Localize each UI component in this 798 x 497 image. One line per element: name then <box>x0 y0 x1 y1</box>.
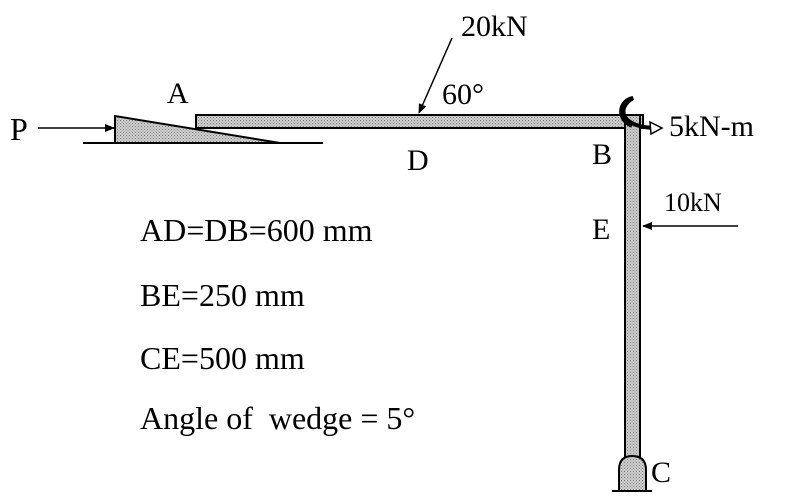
spec-ad-db: AD=DB=600 mm <box>140 212 373 248</box>
beam-ab <box>195 114 644 129</box>
spec-ce: CE=500 mm <box>140 340 305 376</box>
label-b: B <box>592 138 612 171</box>
label-c: C <box>651 456 671 489</box>
label-60-angle: 60° <box>442 78 484 111</box>
wedge <box>114 114 281 144</box>
column-bc <box>624 114 641 464</box>
label-moment: 5kN-m <box>669 110 754 143</box>
spec-be: BE=250 mm <box>140 277 305 313</box>
moment-arrow <box>619 96 659 130</box>
label-e: E <box>592 213 610 246</box>
moment-arrowhead <box>649 120 664 136</box>
label-10kn: 10kN <box>664 188 722 217</box>
spec-wedge-angle: Angle of wedge = 5° <box>140 400 415 436</box>
label-d: D <box>407 144 429 177</box>
label-20kn: 20kN <box>461 10 528 43</box>
force-20kn-arrow <box>418 37 453 114</box>
label-a: A <box>167 77 189 110</box>
pin-support-c <box>618 454 647 492</box>
label-p: P <box>10 111 28 147</box>
